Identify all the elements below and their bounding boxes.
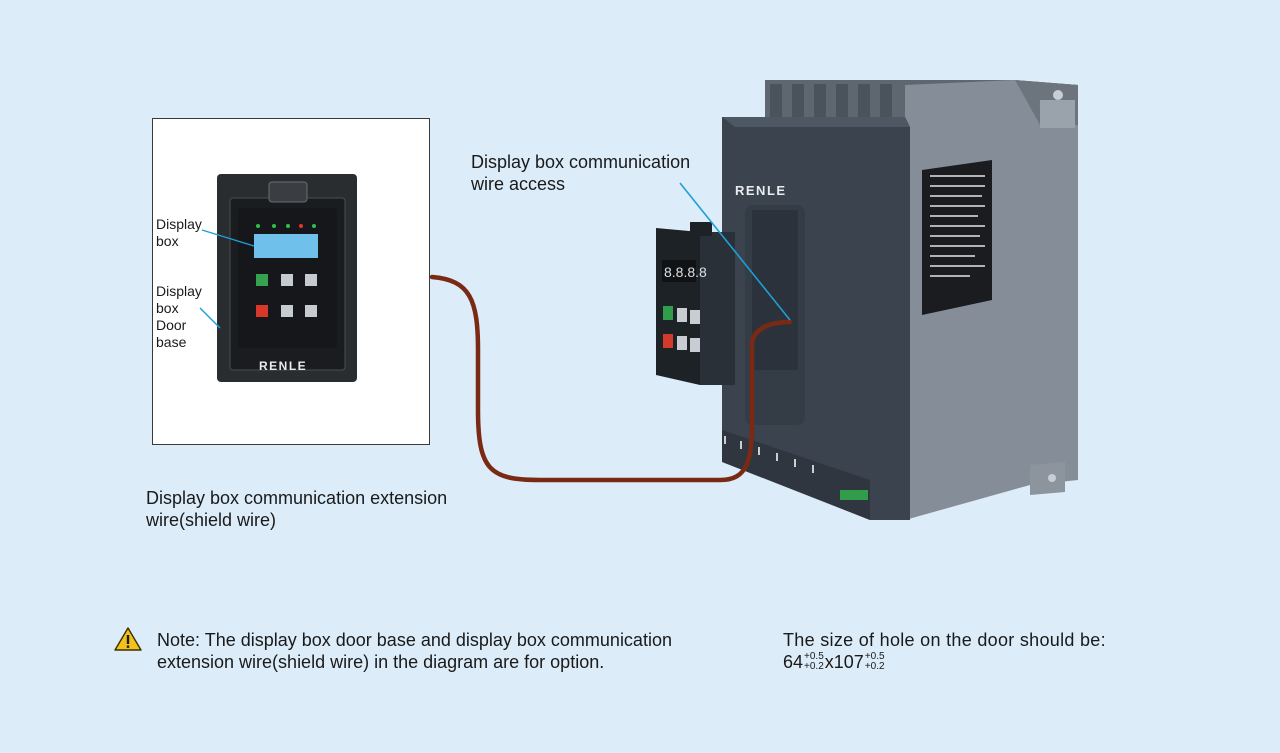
- hole-size-title: The size of hole on the door should be:: [783, 630, 1106, 650]
- height-tol-upper: +0.5: [864, 651, 885, 662]
- callout-wire-access: Display box communication wire access: [471, 152, 691, 194]
- width-tol-lower: +0.2: [804, 661, 824, 672]
- height-tol-lower: +0.2: [864, 661, 885, 672]
- keypad-display-unit: 8.8.8.8: [656, 222, 735, 385]
- label-display-box: Display box: [156, 216, 202, 249]
- inset-brand: RENLE: [259, 359, 307, 373]
- width-tol-upper: +0.5: [804, 651, 824, 662]
- callout-extension-wire: Display box communication extension wire…: [146, 488, 448, 530]
- door-base-drawing: RENLE: [199, 174, 357, 382]
- hole-size-block: The size of hole on the door should be: …: [783, 629, 1106, 673]
- hole-width-tolerance: +0.5 +0.2: [804, 652, 824, 672]
- lcd-screen: [254, 234, 318, 258]
- option-note: Note: The display box door base and disp…: [157, 630, 672, 672]
- soft-starter-housing: RENLE: [722, 80, 1078, 520]
- warning-triangle-icon: [114, 627, 142, 651]
- keypad-display-digits: 8.8.8.8: [664, 264, 707, 280]
- housing-brand: RENLE: [735, 183, 787, 198]
- hole-height-tolerance: +0.5 +0.2: [865, 652, 885, 672]
- wire-access-leader: [679, 182, 791, 321]
- times-sign: x: [824, 652, 834, 672]
- label-door-base: Display box Door base: [156, 283, 202, 350]
- hole-width: 64: [783, 652, 804, 672]
- hole-height: 107: [833, 652, 864, 672]
- hole-dimensions: 64 +0.5 +0.2 x 107 +0.5 +0.2: [783, 651, 1106, 673]
- extension-cable: [429, 274, 793, 483]
